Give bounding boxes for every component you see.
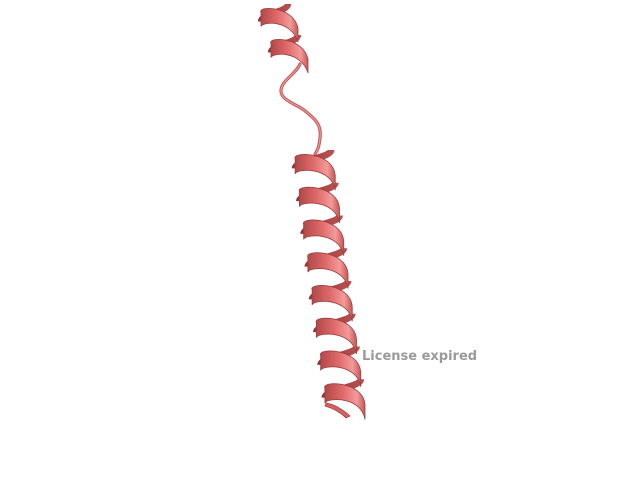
helix-long-front-ribbon <box>315 317 357 355</box>
helix-short-front-ribbon <box>270 39 309 74</box>
helix-long-front-ribbon <box>303 219 345 256</box>
helix-short-segment <box>257 2 309 74</box>
coil-loop-highlight <box>280 63 321 155</box>
license-watermark: License expired <box>362 349 478 364</box>
helix-short-front-ribbon <box>260 8 299 43</box>
helix-long-front-ribbon <box>298 186 340 224</box>
coil-loop-segment <box>279 62 322 156</box>
helix-end-cap <box>324 402 351 419</box>
helix-long-segment <box>291 148 366 420</box>
helix-long-front-ribbon <box>307 252 349 289</box>
helix-long-front-ribbon <box>320 350 362 387</box>
helix-long-front-ribbon <box>311 285 353 322</box>
helix-long-front-ribbon <box>324 383 366 420</box>
helix-long-front-ribbon <box>294 154 336 191</box>
